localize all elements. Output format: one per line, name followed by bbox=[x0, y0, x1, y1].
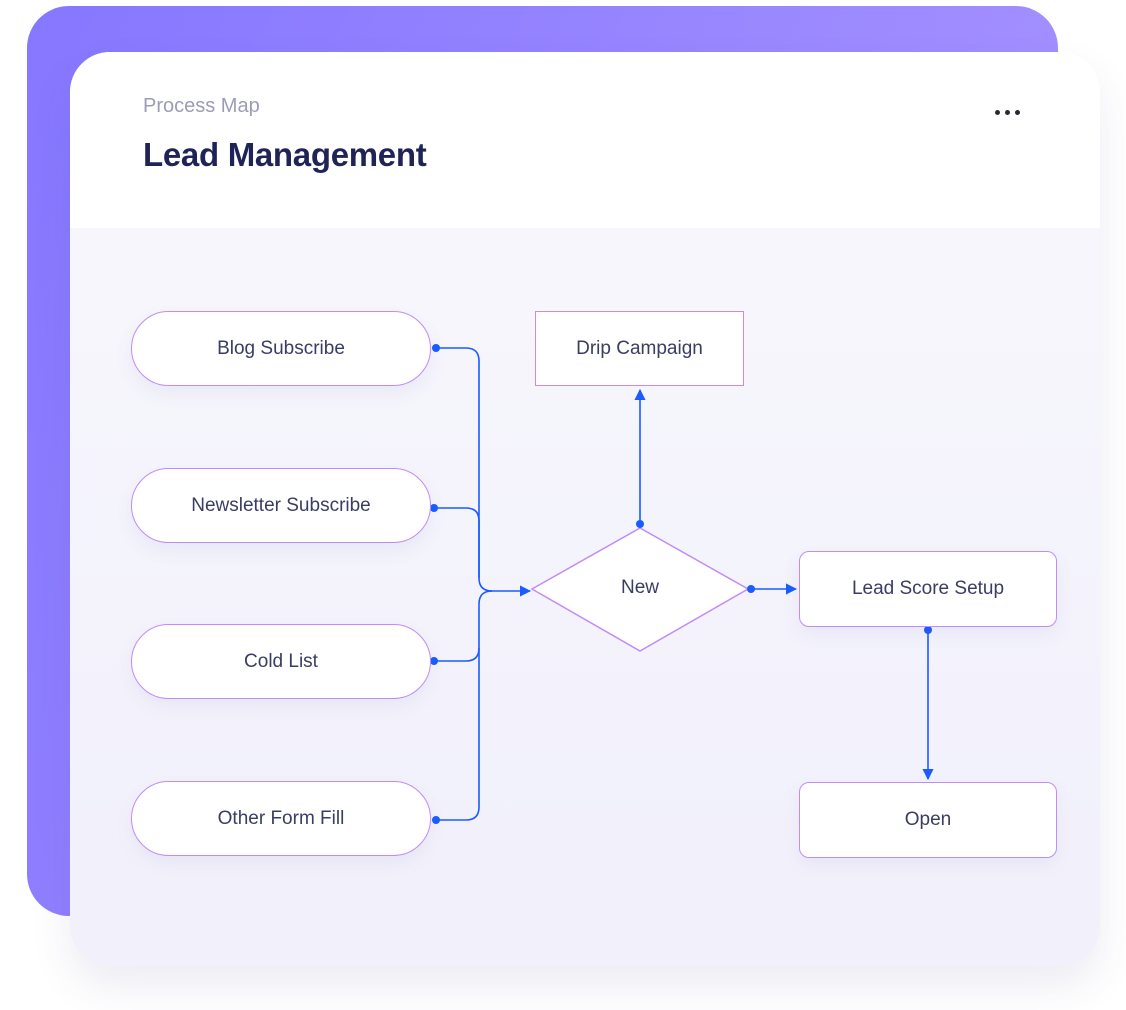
port-dot bbox=[430, 657, 438, 665]
port-dot bbox=[432, 816, 440, 824]
page-title: Lead Management bbox=[143, 136, 427, 173]
port-dot bbox=[432, 344, 440, 352]
page-subtitle: Process Map bbox=[143, 95, 260, 117]
port-dot bbox=[430, 504, 438, 512]
port-dot bbox=[636, 520, 644, 528]
node-blog-subscribe[interactable]: Blog Subscribe bbox=[131, 311, 431, 386]
edge-blog-to-new bbox=[436, 347, 493, 592]
card-header: Process Map Lead Management bbox=[70, 52, 1100, 228]
node-new-label[interactable]: New bbox=[620, 577, 659, 598]
node-cold-list[interactable]: Cold List bbox=[131, 624, 431, 699]
more-options-icon[interactable] bbox=[995, 104, 1029, 120]
node-open[interactable]: Open bbox=[799, 782, 1057, 858]
node-lead-score-setup[interactable]: Lead Score Setup bbox=[799, 551, 1057, 627]
edge-newsletter-to-new bbox=[434, 507, 480, 578]
port-dot bbox=[924, 626, 932, 634]
node-drip-campaign[interactable]: Drip Campaign bbox=[535, 311, 744, 386]
node-newsletter-subscribe[interactable]: Newsletter Subscribe bbox=[131, 468, 431, 543]
edge-cold-to-new bbox=[434, 590, 493, 662]
edge-other-to-new bbox=[436, 648, 480, 821]
port-dot bbox=[747, 585, 755, 593]
node-other-form-fill[interactable]: Other Form Fill bbox=[131, 781, 431, 856]
